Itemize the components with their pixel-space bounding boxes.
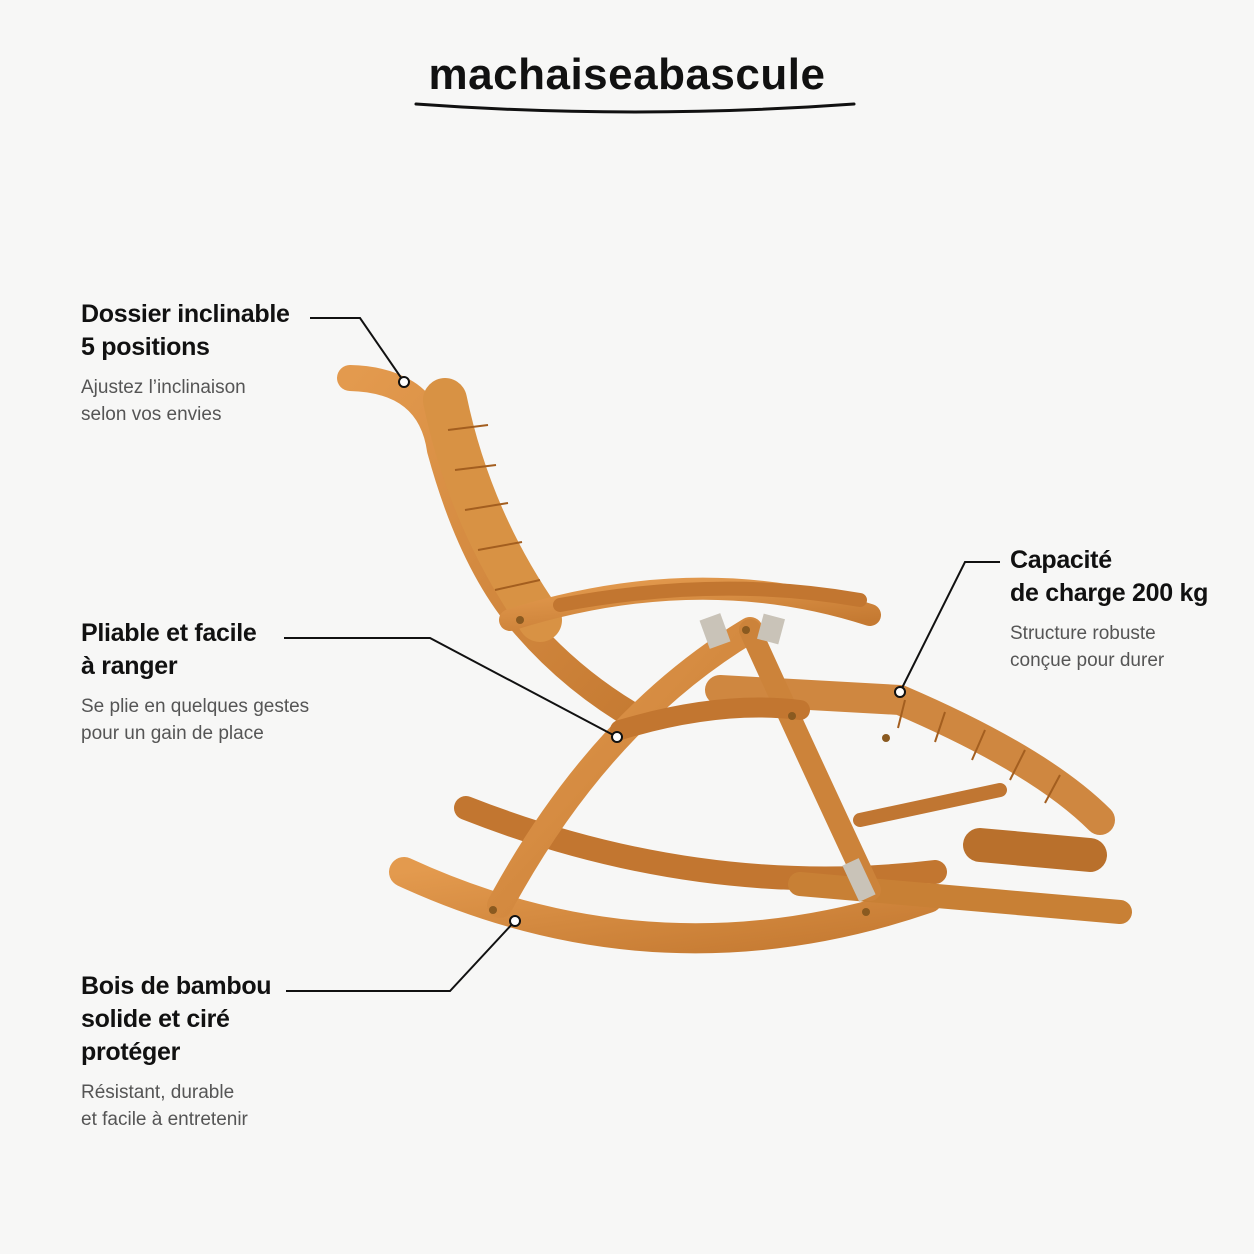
callout-dot-folding <box>611 731 623 743</box>
feature-title: Dossier inclinable 5 positions <box>81 300 290 361</box>
feature-bamboo: Bois de bambou solide et ciré protéger R… <box>81 970 272 1133</box>
callout-dot-bamboo <box>509 915 521 927</box>
feature-description: Structure robuste conçue pour durer <box>1010 623 1165 671</box>
feature-title: Bois de bambou solide et ciré protéger <box>81 972 272 1066</box>
feature-capacity: Capacité de charge 200 kg Structure robu… <box>1010 544 1208 674</box>
feature-description: Se plie en quelques gestes pour un gain … <box>81 696 310 744</box>
feature-description: Résistant, durable et facile à entreteni… <box>81 1082 248 1130</box>
callout-dot-backrest <box>398 376 410 388</box>
brand-underline <box>414 102 856 114</box>
feature-description: Ajustez l’inclinaison selon vos envies <box>81 377 246 425</box>
brand-title: machaiseabascule <box>428 50 826 99</box>
callout-dot-capacity <box>894 686 906 698</box>
feature-backrest: Dossier inclinable 5 positions Ajustez l… <box>81 298 290 428</box>
feature-folding: Pliable et facile à ranger Se plie en qu… <box>81 617 309 747</box>
feature-title: Capacité de charge 200 kg <box>1010 546 1209 607</box>
feature-title: Pliable et facile à ranger <box>81 619 257 680</box>
